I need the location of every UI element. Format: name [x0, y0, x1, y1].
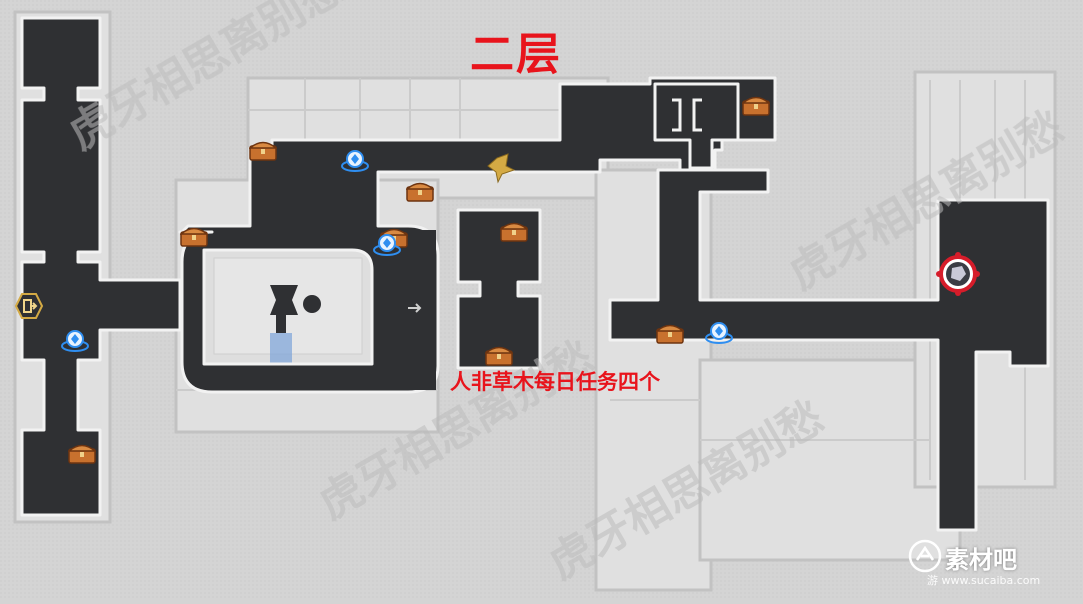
space-anchor-icon[interactable] [60, 326, 90, 360]
treasure-chest-icon[interactable] [178, 225, 210, 251]
boss-marker-icon[interactable] [936, 252, 980, 296]
corridors [20, 16, 1050, 532]
treasure-chest-icon[interactable] [654, 322, 686, 348]
quest-guide-icon[interactable] [487, 153, 516, 184]
inner-arches [672, 98, 702, 132]
exit-door-icon [14, 293, 44, 319]
treasure-chest-icon[interactable] [404, 180, 436, 206]
treasure-chest-icon[interactable] [247, 139, 279, 165]
treasure-chest-icon[interactable] [740, 94, 772, 120]
logo-mark-icon [908, 539, 942, 573]
treasure-chest-icon[interactable] [66, 442, 98, 468]
logo-brand: 素材吧 [945, 546, 1017, 574]
treasure-chest-icon[interactable] [483, 344, 515, 370]
space-anchor-icon[interactable] [704, 318, 734, 352]
site-logo: 素材吧 游 www.sucaiba.com [905, 536, 1075, 592]
space-anchor-icon[interactable] [340, 146, 370, 180]
logo-site: 游 www.sucaiba.com [927, 574, 1041, 587]
space-anchor-icon[interactable] [372, 230, 402, 264]
direction-arrow-icon [408, 303, 422, 313]
floor-label: 二层 [470, 29, 562, 80]
daily-quest-note: 人非草木每日任务四个 [450, 370, 660, 394]
treasure-chest-icon[interactable] [498, 220, 530, 246]
courtyard [203, 247, 373, 365]
